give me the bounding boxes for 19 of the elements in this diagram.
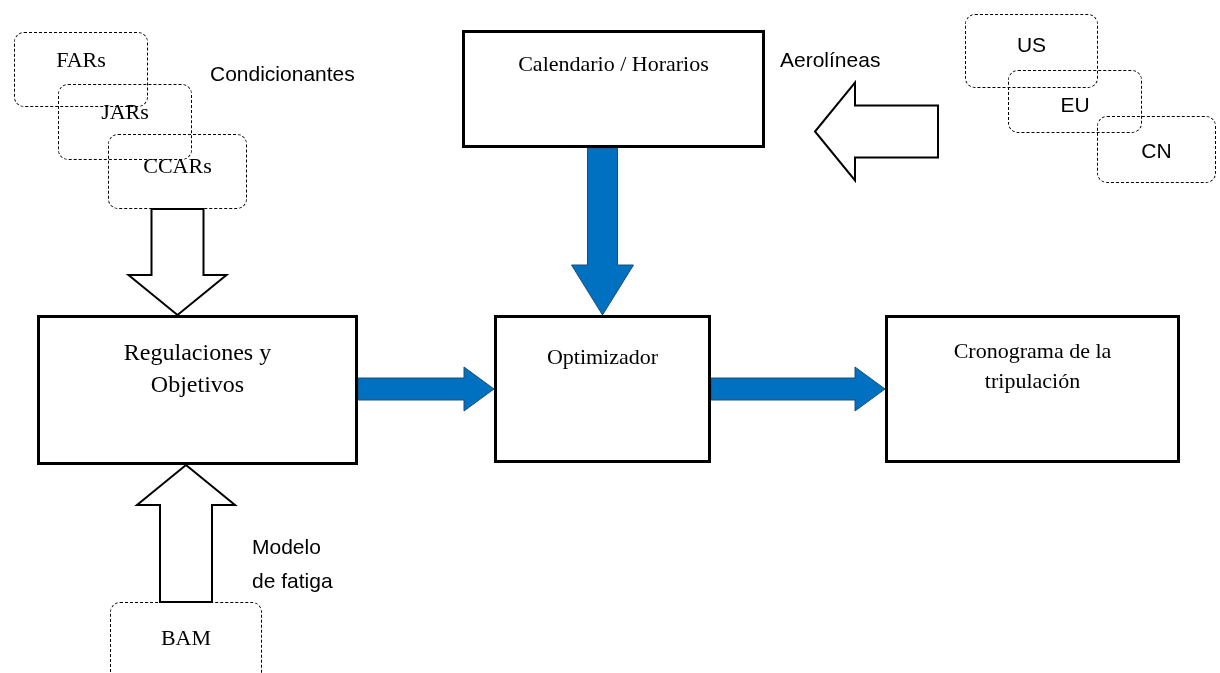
dashed-box: US: [965, 14, 1098, 88]
block-arrow: [813, 79, 939, 184]
block-arrow: [357, 366, 495, 412]
block-arrow: [710, 366, 886, 412]
process-box: Calendario / Horarios: [462, 30, 765, 148]
process-box: Optimizador: [494, 315, 711, 463]
dashed-box: CN: [1097, 116, 1216, 183]
dashed-box: CCARs: [108, 134, 247, 209]
process-box: Cronograma de la tripulación: [885, 315, 1180, 463]
block-arrow: [125, 208, 230, 317]
edge-label: Modelo de fatiga: [252, 534, 334, 594]
side-label: Condicionantes: [210, 61, 355, 87]
edge-label: Aerolíneas: [780, 47, 881, 73]
dashed-box: BAM: [110, 602, 262, 673]
block-arrow: [134, 463, 238, 603]
process-box: Regulaciones y Objetivos: [37, 315, 358, 465]
dashed-box: JARs: [58, 84, 192, 160]
block-arrow: [571, 147, 634, 316]
dashed-box: EU: [1008, 70, 1142, 133]
